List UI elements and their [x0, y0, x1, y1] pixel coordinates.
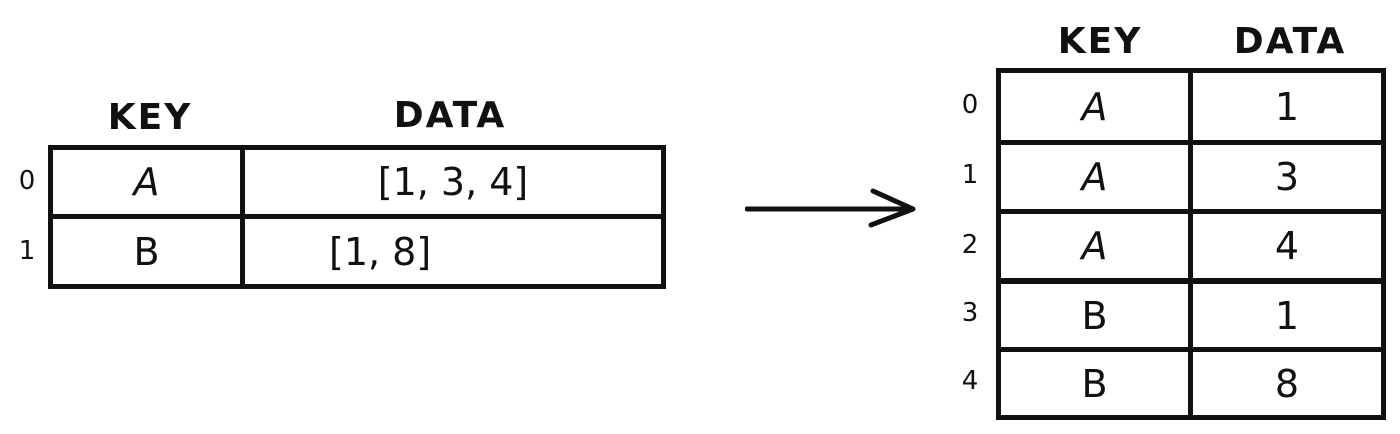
result-key-cell: A	[1081, 84, 1108, 129]
result-row-index: 0	[961, 90, 979, 120]
table-row: A 3	[1001, 145, 1381, 209]
source-key-header: KEY	[107, 97, 193, 138]
right-arrow-icon	[745, 188, 916, 228]
row-divider	[1001, 209, 1381, 214]
table-row: A 1	[1001, 73, 1381, 140]
row-divider	[1001, 278, 1381, 284]
source-key-cell: A	[133, 160, 160, 204]
column-divider	[1188, 73, 1193, 415]
result-row-index: 3	[961, 298, 979, 328]
source-table-grid: A [1, 3, 4] B [1, 8]	[48, 145, 666, 289]
result-key-cell: A	[1081, 155, 1108, 199]
result-key-cell: B	[1081, 293, 1108, 338]
table-row: A 4	[1001, 214, 1381, 278]
row-divider	[53, 214, 661, 219]
source-data-header: DATA	[393, 95, 507, 136]
table-row: B 1	[1001, 284, 1381, 347]
result-table-grid: A 1 A 3 A 4 B 1 B 8	[996, 68, 1386, 420]
table-row: A [1, 3, 4]	[53, 150, 661, 214]
result-data-cell: 3	[1274, 155, 1300, 199]
table-row: B 8	[1001, 352, 1381, 415]
result-data-cell: 1	[1274, 84, 1300, 129]
source-data-cell: [1, 3, 4]	[377, 160, 529, 204]
source-data-cell: [1, 8]	[329, 229, 432, 274]
result-data-cell: 1	[1274, 293, 1300, 338]
source-key-cell: B	[133, 229, 160, 274]
result-key-header: KEY	[1057, 21, 1143, 62]
result-row-index: 2	[961, 230, 979, 260]
row-divider	[1001, 140, 1381, 145]
result-data-cell: 4	[1274, 224, 1300, 268]
result-key-cell: A	[1081, 224, 1108, 268]
result-data-cell: 8	[1274, 361, 1300, 406]
result-data-header: DATA	[1233, 21, 1347, 62]
table-row: B [1, 8]	[53, 219, 661, 284]
result-key-cell: B	[1081, 361, 1108, 406]
result-row-index: 4	[961, 366, 979, 396]
row-divider	[1001, 347, 1381, 352]
source-row-index: 0	[18, 166, 36, 196]
source-row-index: 1	[18, 236, 36, 266]
result-row-index: 1	[961, 160, 979, 190]
